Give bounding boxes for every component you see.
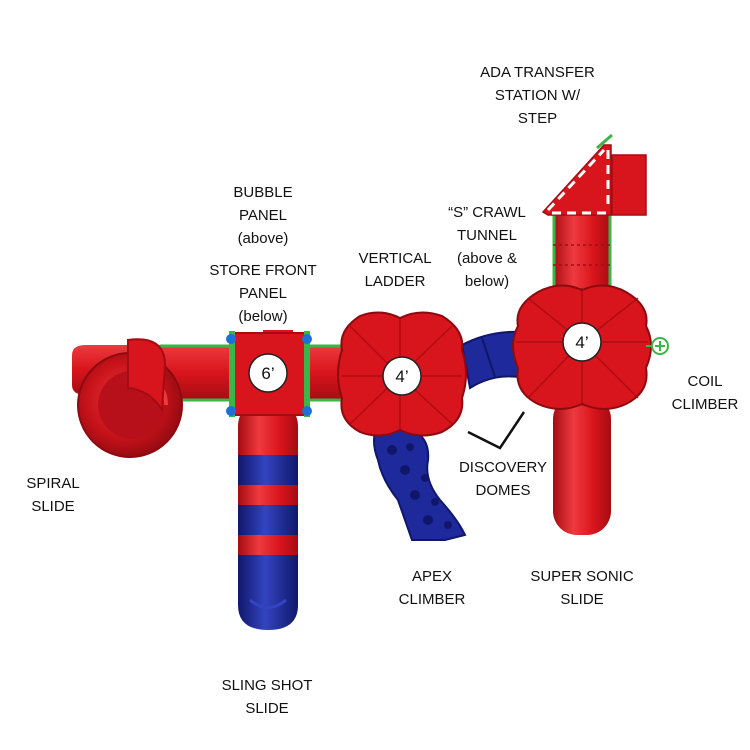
deck-1-height-marker xyxy=(248,353,288,393)
label-line: DOMES xyxy=(475,482,531,499)
label-line: SLIDE xyxy=(560,591,604,608)
label-coil-climber: COIL CLIMBER xyxy=(665,370,745,416)
deck-1: 6’ xyxy=(226,331,312,417)
deck-2: 4’ xyxy=(337,311,467,437)
label-super-sonic-slide: SUPER SONIC SLIDE xyxy=(517,565,647,611)
label-line: STORE FRONT xyxy=(209,262,317,279)
coil-climber-icon xyxy=(646,337,669,355)
label-line: APEX xyxy=(411,568,453,585)
label-line: SUPER SONIC xyxy=(530,568,634,585)
label-line: STATION W/ xyxy=(494,87,581,104)
apex-climber xyxy=(373,426,467,541)
label-line: STEP xyxy=(517,110,558,127)
label-line: (above & xyxy=(456,250,518,267)
label-line: PANEL xyxy=(238,285,288,302)
deck-1-height: 6’ xyxy=(261,364,274,383)
label-spiral-slide: SPIRAL SLIDE xyxy=(13,472,93,518)
label-line: SLIDE xyxy=(245,700,289,717)
super-sonic-slide xyxy=(553,395,611,535)
label-vertical-ladder: VERTICAL LADDER xyxy=(345,247,445,293)
label-line: (below) xyxy=(238,308,288,325)
label-line: COIL xyxy=(687,373,723,390)
deck-2-height: 4’ xyxy=(395,367,408,386)
label-line: LADDER xyxy=(364,273,426,290)
label-line: below) xyxy=(464,273,510,290)
label-line: TUNNEL xyxy=(456,227,517,244)
label-store-front-panel: STORE FRONT PANEL (below) xyxy=(198,259,328,328)
deck-2-height-marker xyxy=(382,356,422,396)
connector-clamps xyxy=(226,334,312,416)
ada-transfer-station xyxy=(541,133,647,292)
label-s-crawl-tunnel: “S” CRAWL TUNNEL (above & below) xyxy=(427,201,547,293)
label-line: BUBBLE xyxy=(233,184,293,201)
label-line: SPIRAL xyxy=(26,475,80,492)
label-line: CLIMBER xyxy=(398,591,466,608)
deck-3: 4’ xyxy=(512,284,652,410)
sling-shot-slide xyxy=(238,400,298,630)
label-sling-shot-slide: SLING SHOT SLIDE xyxy=(202,674,332,720)
label-line: DISCOVERY xyxy=(458,459,548,476)
label-apex-climber: APEX CLIMBER xyxy=(382,565,482,611)
spiral-slide xyxy=(72,338,183,458)
deck-3-height-marker xyxy=(562,322,602,362)
label-line: PANEL xyxy=(238,207,288,224)
label-line: ADA TRANSFER xyxy=(480,64,595,81)
label-line: (above) xyxy=(237,230,289,247)
discovery-domes-leader-line xyxy=(467,411,526,450)
label-line: “S” CRAWL xyxy=(448,204,526,221)
label-bubble-panel: BUBBLE PANEL (above) xyxy=(213,181,313,250)
label-line: CLIMBER xyxy=(671,396,739,413)
label-discovery-domes: DISCOVERY DOMES xyxy=(448,456,558,502)
label-line: VERTICAL xyxy=(358,250,432,267)
label-line: SLING SHOT xyxy=(221,677,313,694)
label-ada-transfer-station: ADA TRANSFER STATION W/ STEP xyxy=(465,61,610,130)
s-crawl-tunnel xyxy=(460,330,526,390)
deck-3-height: 4’ xyxy=(575,333,588,352)
label-line: SLIDE xyxy=(31,498,75,515)
